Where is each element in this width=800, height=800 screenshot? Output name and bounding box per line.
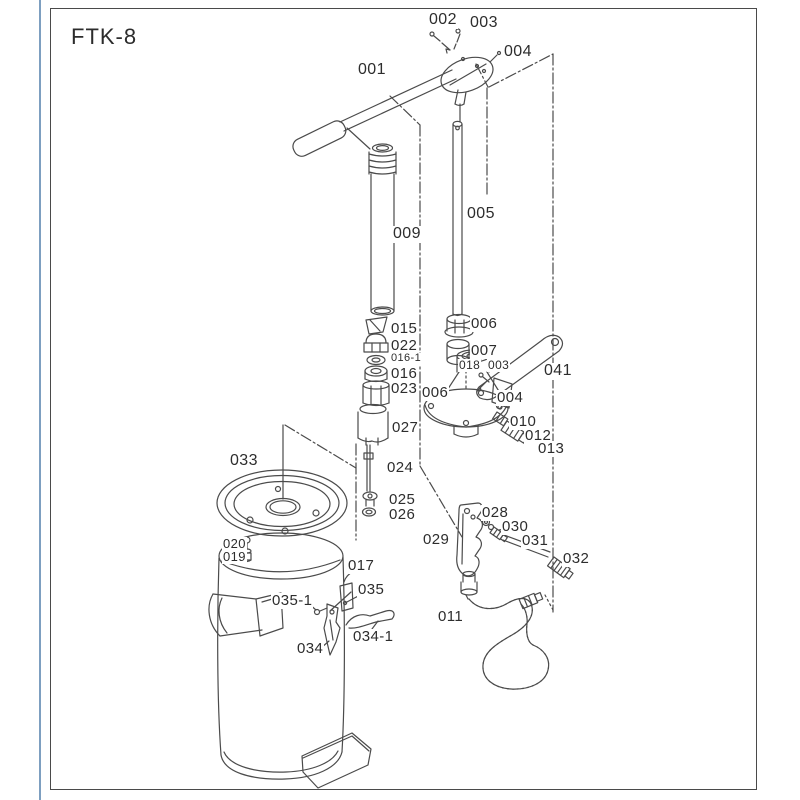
part-label-004: 004 [503, 43, 533, 61]
part-label-009: 009 [392, 225, 422, 243]
part-label-035-1: 035-1 [271, 592, 314, 609]
part-label-026: 026 [388, 506, 417, 523]
pump-head-assembly [424, 315, 563, 451]
diagram-title: FTK-8 [71, 24, 138, 49]
part-label-029: 029 [422, 531, 451, 548]
part-label-006a: 006 [470, 315, 499, 332]
part-label-041: 041 [543, 362, 573, 380]
part-label-031: 031 [521, 532, 550, 549]
part-label-025: 025 [388, 491, 417, 508]
part-label-002: 002 [428, 11, 458, 29]
part-label-024: 024 [386, 459, 415, 476]
part-label-011: 011 [437, 608, 465, 625]
part-label-028: 028 [481, 504, 510, 521]
diagram-frame [50, 8, 757, 790]
part-label-005: 005 [466, 205, 496, 223]
part-label-035: 035 [357, 581, 386, 598]
handle-assembly [290, 29, 500, 159]
part-label-022: 022 [390, 337, 419, 354]
part-label-034-1: 034-1 [352, 628, 395, 645]
part-label-010: 010 [509, 413, 538, 430]
part-label-020: 020 [222, 536, 247, 551]
part-label-007: 007 [470, 342, 499, 359]
part-label-004b: 004 [496, 389, 525, 406]
part-label-001: 001 [357, 61, 387, 79]
cylinder-009 [347, 128, 396, 315]
part-label-034: 034 [296, 640, 325, 657]
valve-stack [358, 317, 389, 516]
part-label-012: 012 [524, 427, 553, 444]
part-label-013: 013 [537, 440, 566, 457]
part-label-006b: 006 [421, 384, 450, 401]
page-edge-line [39, 0, 41, 800]
part-label-017: 017 [347, 557, 376, 574]
chain-lines [283, 54, 553, 612]
part-label-033: 033 [229, 452, 259, 470]
part-label-032: 032 [562, 550, 591, 567]
part-label-003: 003 [469, 14, 499, 32]
part-label-016-1: 016-1 [390, 352, 423, 365]
part-label-016: 016 [390, 365, 419, 382]
part-label-019: 019 [222, 549, 247, 564]
part-label-003b: 003 [487, 358, 511, 372]
part-label-030: 030 [501, 518, 530, 535]
pump-rod-005 [453, 121, 462, 315]
part-label-018: 018 [458, 358, 482, 372]
part-label-015: 015 [390, 320, 419, 337]
part-label-027: 027 [391, 419, 420, 436]
part-label-023: 023 [390, 380, 419, 397]
